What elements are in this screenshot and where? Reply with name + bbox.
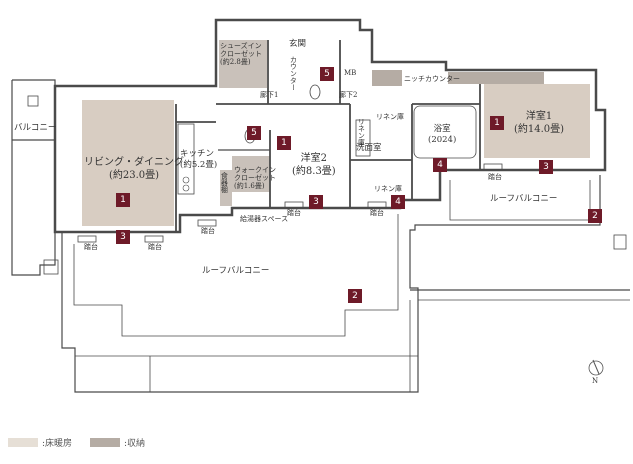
outdoor-unit-1 <box>27 95 39 107</box>
label-kitchen: キッチン (約5.2畳) <box>180 149 218 170</box>
marker-2: 2 <box>348 289 362 303</box>
washbasin <box>355 119 371 157</box>
roof-balcony-right-inner <box>449 180 591 221</box>
legend-swatch-floor-heating <box>8 438 38 447</box>
step-1 <box>77 235 97 243</box>
kitchen-counter <box>177 123 195 195</box>
label-bedroom2: 洋室2 (約8.3畳) <box>292 153 336 177</box>
label-niche-counter: ニッチカウンター <box>404 75 460 83</box>
storage-wic <box>232 156 270 192</box>
roof-balcony-inner <box>73 214 399 337</box>
label-roof-balcony-right: ルーフバルコニー <box>490 194 558 204</box>
marker-1: 1 <box>116 193 130 207</box>
marker-3: 3 <box>116 230 130 244</box>
label-roof-balcony-main: ルーフバルコニー <box>202 266 270 276</box>
label-washroom: 洗面室 <box>356 143 382 153</box>
label-step: 踏台 <box>370 209 384 217</box>
walls <box>11 18 630 393</box>
marker-5: 5 <box>247 126 261 140</box>
marker-2: 2 <box>588 209 602 223</box>
outer-wall <box>53 18 607 234</box>
marker-1: 1 <box>277 136 291 150</box>
label-wic: ウォークイン クローゼット (約1.6畳) <box>234 166 276 191</box>
label-mb: MB <box>344 69 357 77</box>
marker-1: 1 <box>490 116 504 130</box>
legend-floor-heating: :床暖房 <box>8 436 72 449</box>
label-living: リビング・ダイニング (約23.0畳) <box>84 157 184 181</box>
outdoor-unit-2 <box>43 259 59 275</box>
roof-balcony-outline <box>61 175 601 393</box>
label-entrance: 玄関 <box>289 39 307 49</box>
marker-3: 3 <box>309 195 323 209</box>
marker-4: 4 <box>433 158 447 172</box>
legend-label-floor-heating: :床暖房 <box>42 439 73 449</box>
label-corridor2: 廊下2 <box>339 91 358 99</box>
stove-burner-2 <box>182 184 190 192</box>
label-counter: カウンター <box>289 56 298 91</box>
storage-shoe-closet <box>219 40 267 88</box>
storage-niche <box>372 70 402 86</box>
left-balcony-outline <box>11 79 56 276</box>
compass-label: N <box>592 377 599 385</box>
label-linen2: リネン庫 <box>376 113 404 121</box>
label-linen1: リネン庫 <box>357 118 366 146</box>
label-step: 踏台 <box>488 173 502 181</box>
storage-pantry <box>220 170 232 206</box>
label-water-heater-space: 給湯器スペース <box>240 215 289 223</box>
label-linen3: リネン庫 <box>374 185 402 193</box>
label-pantry: 食器棚 <box>220 172 229 193</box>
label-shoe-closet: シューズイン クローゼット (約2.8畳) <box>220 42 262 67</box>
stove-burner-1 <box>182 176 190 184</box>
outdoor-unit-3 <box>613 234 627 250</box>
legend-storage: :収納 <box>90 436 145 449</box>
step-6 <box>483 163 503 171</box>
label-corridor1: 廊下1 <box>260 91 279 99</box>
label-step: 踏台 <box>287 209 301 217</box>
legend-label-storage: :収納 <box>124 439 146 449</box>
label-step: 踏台 <box>148 243 162 251</box>
compass <box>588 359 604 376</box>
marker-5: 5 <box>320 67 334 81</box>
label-step: 踏台 <box>201 227 215 235</box>
step-3 <box>197 219 217 227</box>
marker-4: 4 <box>391 195 405 209</box>
label-bedroom1: 洋室1 (約14.0畳) <box>514 111 565 135</box>
storage-closet-bedroom1 <box>448 72 544 84</box>
marker-3: 3 <box>539 160 553 174</box>
label-step: 踏台 <box>84 243 98 251</box>
step-4 <box>284 201 304 209</box>
legend-swatch-storage <box>90 438 120 447</box>
step-2 <box>144 235 164 243</box>
label-bath: 浴室 (2024) <box>428 124 457 146</box>
label-balcony: バルコニー <box>14 123 57 133</box>
step-5 <box>367 201 387 209</box>
toilet-2 <box>309 84 321 100</box>
